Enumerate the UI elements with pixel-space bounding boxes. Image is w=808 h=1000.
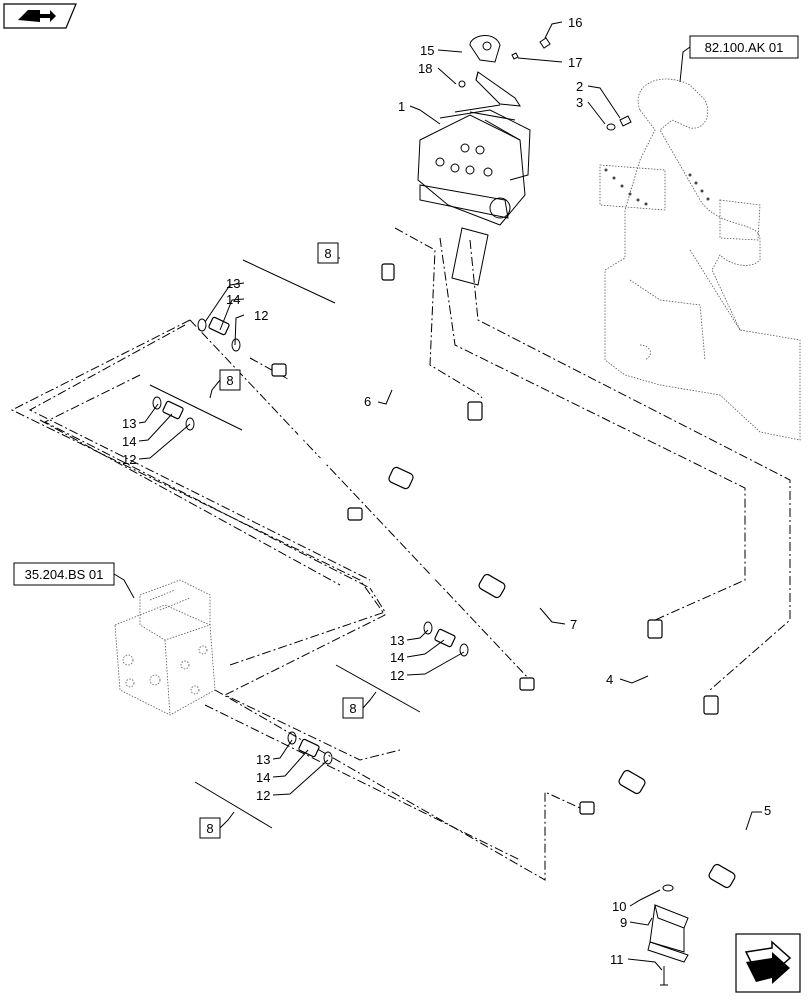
callout-12d: 12	[256, 788, 270, 803]
bolt-and-washer	[606, 115, 632, 131]
fitting-set-2	[152, 396, 195, 431]
callout-5: 5	[764, 803, 771, 818]
callout-8d-box: 8	[199, 811, 235, 839]
callout-8c-box: 8	[342, 691, 377, 719]
callout-13c: 13	[390, 633, 404, 648]
callout-14d: 14	[256, 770, 270, 785]
callout-11: 11	[610, 952, 624, 967]
callout-4: 4	[606, 672, 613, 687]
callout-8a-box: 8	[317, 242, 339, 264]
callout-12c: 12	[390, 668, 404, 683]
callout-8b: 8	[226, 373, 233, 388]
frame-reference-box[interactable]: 82.100.AK 01	[679, 35, 799, 83]
callout-labels: 16 15 18 17 2 3 1 6 7 4 5 10 9 11 13 14 …	[122, 15, 771, 967]
callout-1: 1	[398, 99, 405, 114]
callout-2: 2	[576, 79, 583, 94]
callout-18: 18	[418, 61, 432, 76]
callout-14a: 14	[226, 292, 240, 307]
hose-clamp	[647, 884, 689, 986]
routing-guide-lines	[10, 227, 791, 881]
control-valve-handle	[417, 104, 531, 286]
valve-reference-box[interactable]: 35.204.BS 01	[13, 562, 135, 599]
callout-9: 9	[620, 915, 627, 930]
callout-13a: 13	[226, 276, 240, 291]
callout-3: 3	[576, 95, 583, 110]
callout-14c: 14	[390, 650, 404, 665]
callout-13d: 13	[256, 752, 270, 767]
callout-12b: 12	[122, 452, 136, 467]
fitting-set-4	[287, 731, 333, 765]
callout-17: 17	[568, 55, 582, 70]
callout-6: 6	[364, 394, 371, 409]
callout-7: 7	[570, 617, 577, 632]
loader-frame-outline	[599, 78, 801, 441]
book-arrow-icon[interactable]	[3, 3, 77, 29]
mounting-bracket	[458, 35, 551, 107]
callout-16: 16	[568, 15, 582, 30]
hose-5	[579, 695, 770, 899]
hose-6	[271, 263, 443, 504]
valve-block	[114, 579, 216, 716]
callout-15: 15	[420, 43, 434, 58]
callout-8a: 8	[324, 246, 331, 261]
hose-7	[347, 401, 530, 612]
callout-12a: 12	[254, 308, 268, 323]
next-page-arrow-icon[interactable]	[735, 933, 801, 993]
valve-reference-label: 35.204.BS 01	[25, 567, 104, 582]
fitting-set-1	[197, 316, 241, 352]
callout-8c: 8	[349, 701, 356, 716]
frame-reference-label: 82.100.AK 01	[705, 40, 784, 55]
hose-4	[519, 619, 693, 817]
section-brackets	[149, 259, 421, 829]
fitting-set-3	[423, 621, 469, 657]
callout-8d: 8	[206, 821, 213, 836]
callout-10: 10	[612, 899, 626, 914]
leader-lines	[138, 21, 762, 971]
callout-13b: 13	[122, 416, 136, 431]
callout-14b: 14	[122, 434, 136, 449]
callout-8b-box: 8	[209, 369, 241, 399]
